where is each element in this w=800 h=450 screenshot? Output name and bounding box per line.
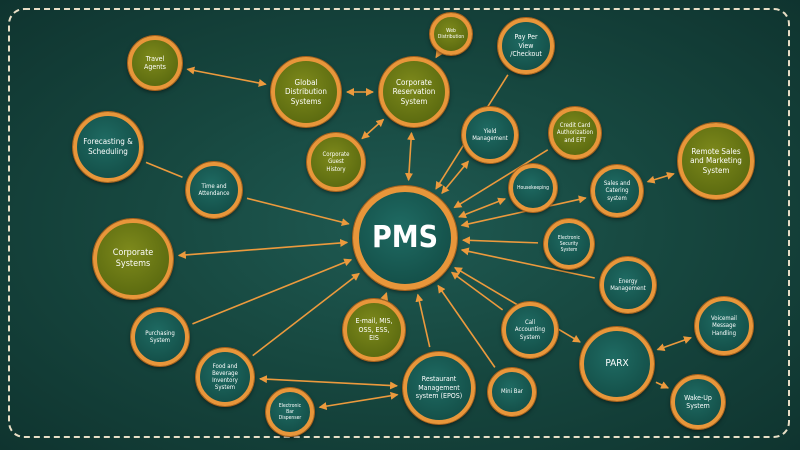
node-corporate-systems: Corporate Systems <box>93 219 173 299</box>
edge-purchasing-pms <box>192 258 353 325</box>
node-web-distribution: Web Distribution <box>430 13 472 55</box>
node-label: Remote Sales and Marketing System <box>690 146 742 175</box>
node-purchasing: Purchasing System <box>131 308 189 366</box>
node-time-attendance: Time and Attendance <box>186 162 242 218</box>
node-label: Pay Per View /Checkout <box>510 33 542 59</box>
node-pay-per-view: Pay Per View /Checkout <box>498 18 554 74</box>
edge-forecasting-time-attendance <box>145 161 183 178</box>
node-label: PMS <box>371 220 439 255</box>
node-mini-bar: Mini Bar <box>488 368 536 416</box>
node-housekeeping: Housekeeping <box>509 164 557 212</box>
node-label: Housekeeping <box>517 185 549 191</box>
edge-time-attendance-pms <box>246 197 350 227</box>
node-voicemail: Voicemail Message Handling <box>695 297 753 355</box>
node-label: Web Distribution <box>437 28 465 40</box>
node-electronic-security: Electronic Security System <box>544 219 594 269</box>
node-label: Corporate Reservation System <box>392 77 436 106</box>
node-label: Corporate Systems <box>112 248 154 269</box>
node-label: Purchasing System <box>145 329 175 344</box>
edge-parx-wake-up <box>655 381 670 389</box>
node-forecasting: Forecasting & Scheduling <box>73 112 143 182</box>
edge-sales-catering-remote-sales <box>646 171 675 184</box>
node-label: PARX <box>605 358 629 369</box>
node-travel-agents: Travel Agents <box>128 36 182 90</box>
node-corporate-guest-history: Corporate Guest History <box>307 133 365 191</box>
node-label: Mini Bar <box>500 388 524 396</box>
edge-travel-agents-gds <box>186 66 267 87</box>
node-electronic-bar-dispenser: Electronic Bar Dispenser <box>266 388 314 436</box>
node-label: Corporate Guest History <box>322 151 350 173</box>
edge-mini-bar-pms <box>437 284 496 368</box>
node-label: Travel Agents <box>144 54 166 71</box>
node-label: Food and Beverage Inventory System <box>212 362 238 392</box>
edge-corporate-systems-pms <box>177 239 349 259</box>
node-label: Restaurant Management system (EPOS) <box>415 375 463 401</box>
node-corporate-reservation: Corporate Reservation System <box>379 57 449 127</box>
node-sales-catering: Sales and Catering system <box>591 165 643 217</box>
edge-parx-voicemail <box>656 336 692 352</box>
edge-sales-catering-pms <box>460 195 587 228</box>
node-food-beverage: Food and Beverage Inventory System <box>196 348 254 406</box>
node-pms: PMS <box>353 186 457 290</box>
node-yield-management: Yield Management <box>462 107 518 163</box>
node-label: Electronic Security System <box>557 235 581 253</box>
node-energy-management: Energy Management <box>600 257 656 313</box>
node-label: Call Accounting System <box>514 319 546 341</box>
edge-electronic-bar-dispenser-restaurant-management <box>318 391 399 411</box>
node-label: Yield Management <box>472 127 508 142</box>
node-label: Energy Management <box>610 277 646 292</box>
node-parx: PARX <box>580 327 654 401</box>
node-remote-sales: Remote Sales and Marketing System <box>678 123 754 199</box>
edge-corporate-reservation-pms <box>405 131 416 182</box>
node-label: Wake-Up System <box>684 393 712 410</box>
dashed-frame <box>8 8 790 438</box>
node-label: Forecasting & Scheduling <box>83 137 133 156</box>
node-label: Time and Attendance <box>198 182 230 197</box>
node-label: Global Distribution Systems <box>285 77 327 106</box>
edge-email-mis-pms <box>380 292 389 301</box>
node-label: Electronic Bar Dispenser <box>278 403 302 421</box>
node-restaurant-management: Restaurant Management system (EPOS) <box>403 352 475 424</box>
node-label: Credit Card Authorization and EFT <box>556 122 594 144</box>
node-email-mis: E-mail, MIS, OSS, ESS, EIS <box>343 299 405 361</box>
node-wake-up: Wake-Up System <box>671 375 725 429</box>
edge-yield-management-pms <box>441 160 469 195</box>
edge-food-beverage-pms <box>252 272 360 357</box>
node-gds: Global Distribution Systems <box>271 57 341 127</box>
edge-housekeeping-pms <box>458 197 506 219</box>
node-credit-card: Credit Card Authorization and EFT <box>549 107 601 159</box>
edge-food-beverage-restaurant-management <box>258 375 399 390</box>
edge-corporate-guest-history-corporate-reservation <box>361 118 385 140</box>
edge-restaurant-management-pms <box>415 293 431 348</box>
node-label: Sales and Catering system <box>603 180 631 202</box>
node-label: E-mail, MIS, OSS, ESS, EIS <box>355 317 393 343</box>
node-label: Voicemail Message Handling <box>711 315 737 337</box>
node-call-accounting: Call Accounting System <box>502 302 558 358</box>
edge-electronic-security-pms <box>461 236 539 245</box>
